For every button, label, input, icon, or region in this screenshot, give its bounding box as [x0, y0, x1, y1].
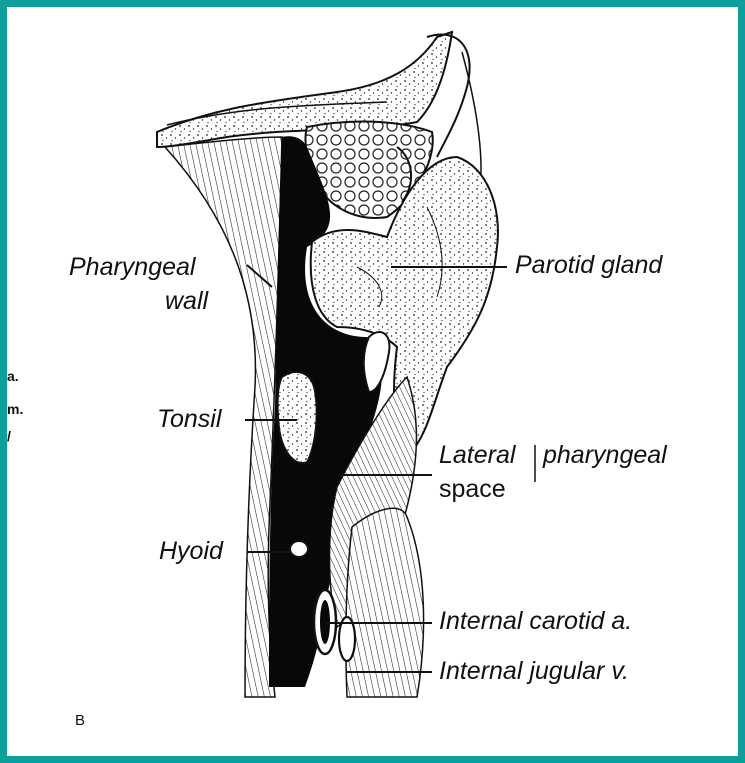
label-space: space: [439, 477, 506, 502]
label-tonsil: Tonsil: [157, 407, 221, 432]
hyoid-bone: [290, 541, 308, 557]
label-internal-carotid: Internal carotid a.: [439, 609, 632, 634]
prevertebral-muscles: [346, 508, 424, 697]
label-wall: wall: [165, 289, 208, 314]
margin-fragment-1: a.: [7, 369, 19, 383]
anatomy-illustration: [7, 7, 738, 756]
styloid-process: [364, 332, 390, 392]
label-pharyngeal-space-word: pharyngeal: [543, 443, 667, 468]
diagram-frame: Pharyngeal wall Parotid gland Tonsil Lat…: [7, 7, 738, 756]
label-parotid-gland: Parotid gland: [515, 253, 662, 278]
label-pharyngeal: Pharyngeal: [69, 255, 195, 280]
panel-letter: B: [75, 713, 85, 728]
label-lateral: Lateral: [439, 443, 515, 468]
margin-fragment-3: /: [7, 429, 11, 443]
margin-fragment-2: m.: [7, 402, 23, 416]
label-internal-jugular: Internal jugular v.: [439, 659, 629, 684]
label-hyoid: Hyoid: [159, 539, 223, 564]
